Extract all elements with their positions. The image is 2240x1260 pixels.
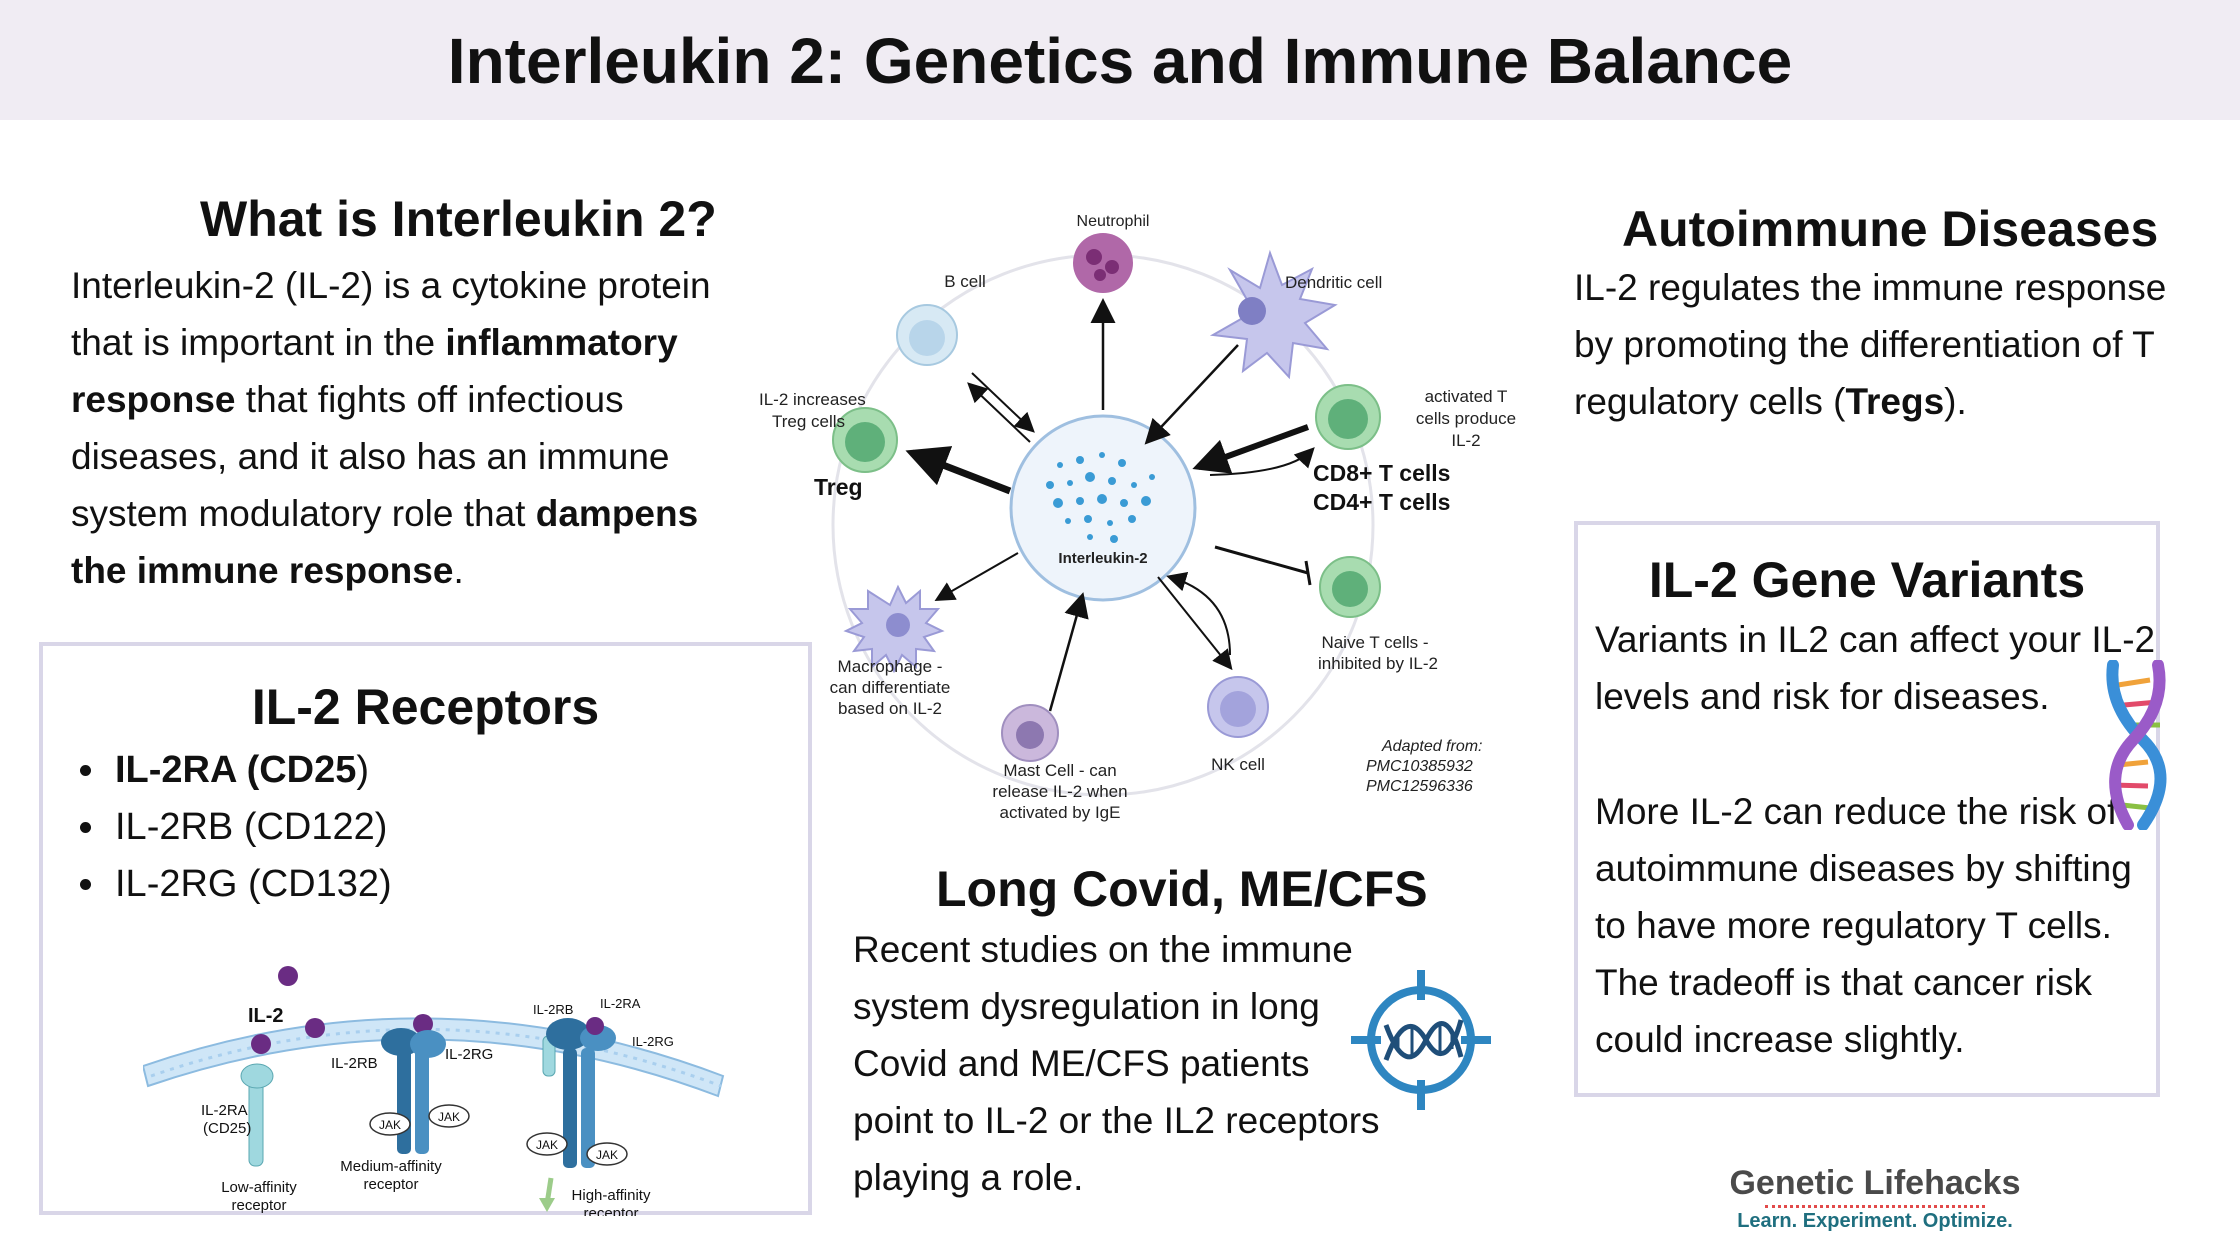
jak-icon — [586, 1142, 628, 1166]
receptor-list: IL-2RA (CD25) IL-2RB (CD122) IL-2RG (CD1… — [43, 742, 392, 913]
macrophage-cell — [843, 584, 945, 674]
cd4-label: CD4+ T cells — [1313, 489, 1450, 515]
jak-icon — [369, 1112, 411, 1136]
cell-interaction-diagram: Interleukin-2 Neutrophil B cell Dendriti… — [759, 213, 1516, 822]
mast-label-3: activated by IgE — [1000, 803, 1121, 822]
naive-label-2: inhibited by IL-2 — [1318, 654, 1438, 673]
il2-molecule — [278, 966, 298, 986]
il2ra-label: IL-2RA — [201, 1102, 248, 1119]
adapted-label: Adapted from: — [1381, 738, 1483, 755]
il2rb-label-2: IL-2RB — [533, 1002, 573, 1017]
il2rg-chain — [415, 1044, 429, 1154]
medium-affinity-label-2: receptor — [363, 1176, 418, 1193]
treg-note-2: Treg cells — [772, 412, 845, 431]
interleukin-2-center — [1009, 414, 1197, 602]
il2-label: IL-2 — [248, 1005, 284, 1027]
il2ra-label-2: IL-2RA — [600, 996, 641, 1011]
variants-text-1: Variants in IL2 can affect your IL-2 lev… — [1595, 619, 2156, 717]
il2rb-chain — [397, 1044, 411, 1154]
dna-helix-icon — [2106, 660, 2167, 830]
what-is-heading: What is Interleukin 2? — [200, 191, 717, 247]
activated-label-3: IL-2 — [1451, 431, 1480, 450]
high-affinity-label: High-affinity — [572, 1187, 651, 1204]
receptor-diagram: IL-2 IL-2RA (CD25) Low-affinity receptor… — [143, 966, 725, 1216]
variants-text-2: More IL-2 can reduce the risk of autoimm… — [1595, 791, 2132, 1060]
autoimmune-text: IL-2 regulates the immune response by pr… — [1574, 267, 2167, 422]
mast-label-2: release IL-2 when — [992, 782, 1127, 801]
dna-target-icon — [1351, 970, 1491, 1110]
macrophage-label-3: based on IL-2 — [838, 699, 942, 718]
brand-name: Genetic Lifehacks — [1729, 1164, 2021, 1202]
cd8-label: CD8+ T cells — [1313, 460, 1450, 486]
il2rg-label: IL-2RG — [445, 1046, 493, 1063]
neutrophil-cell — [1073, 233, 1133, 293]
adapted-ref-1: PMC10385932 — [1366, 758, 1473, 775]
what-is-text-1: Interleukin-2 (IL-2) is a cytokine prote… — [71, 265, 711, 363]
il2-molecule — [251, 1034, 271, 1054]
center-label: Interleukin-2 — [1058, 550, 1147, 567]
what-is-bold-2: dampens the immune response — [71, 493, 699, 591]
jak-icon — [428, 1104, 470, 1128]
svg-text:JAK: JAK — [596, 1148, 618, 1162]
nk-label: NK cell — [1211, 755, 1265, 774]
treg-note-1: IL-2 increases — [759, 390, 866, 409]
dendritic-cell — [1209, 249, 1338, 380]
receptor-item-il2rb: IL-2RB (CD122) — [109, 799, 392, 856]
adapted-ref-2: PMC12596336 — [1366, 778, 1473, 795]
svg-text:JAK: JAK — [379, 1118, 401, 1132]
dendritic-label: Dendritic cell — [1285, 273, 1382, 292]
high-affinity-label-2: receptor — [583, 1205, 638, 1216]
variants-panel: IL-2 Gene Variants Variants in IL2 can a… — [1574, 521, 2167, 1097]
treg-label: Treg — [814, 474, 863, 500]
title-bar: Interleukin 2: Genetics and Immune Balan… — [0, 0, 2240, 120]
jak-icon — [526, 1132, 568, 1156]
cd25-label: (CD25) — [203, 1120, 251, 1137]
b-cell-label: B cell — [944, 272, 986, 291]
svg-text:JAK: JAK — [536, 1138, 558, 1152]
high-affinity-receptor — [546, 1018, 590, 1050]
tregs-bold: Tregs — [1845, 381, 1945, 422]
long-covid-heading: Long Covid, ME/CFS — [936, 861, 1428, 917]
il2-molecule — [413, 1014, 433, 1034]
signal-arrow-icon — [539, 1198, 555, 1212]
what-is-text-2: that fights off infectious diseases, and… — [71, 379, 670, 534]
activated-label-2: cells produce — [1416, 409, 1516, 428]
low-affinity-label: Low-affinity — [221, 1179, 297, 1196]
medium-affinity-label: Medium-affinity — [340, 1158, 442, 1175]
receptors-heading: IL-2 Receptors — [251, 679, 600, 735]
activated-label-1: activated T — [1425, 387, 1508, 406]
brand-logo: Genetic Lifehacks Learn. Experiment. Opt… — [1700, 1164, 2050, 1233]
il2-molecule — [305, 1018, 325, 1038]
il2rg-label-2: IL-2RG — [632, 1034, 674, 1049]
receptor-item-il2rg: IL-2RG (CD132) — [109, 856, 392, 913]
neutrophil-label: Neutrophil — [1077, 213, 1150, 230]
autoimmune-heading: Autoimmune Diseases — [1622, 201, 2159, 257]
brand-tagline: Learn. Experiment. Optimize. — [1737, 1210, 2013, 1232]
what-is-bold-1: inflammatory response — [71, 322, 678, 420]
macrophage-label-2: can differentiate — [830, 678, 951, 697]
naive-label-1: Naive T cells - — [1321, 633, 1428, 652]
mast-label-1: Mast Cell - can — [1003, 761, 1116, 780]
variants-heading: IL-2 Gene Variants — [1648, 552, 2086, 608]
receptor-item-il2ra: IL-2RA (CD25) — [109, 742, 392, 799]
macrophage-label-1: Macrophage - — [838, 657, 943, 676]
svg-text:JAK: JAK — [438, 1110, 460, 1124]
il2-particles — [1046, 452, 1155, 543]
low-affinity-label-2: receptor — [231, 1197, 286, 1214]
il2rb-label: IL-2RB — [331, 1055, 378, 1072]
receptors-panel: IL-2 Receptors IL-2RA (CD25) IL-2RB (CD1… — [39, 642, 812, 1216]
what-is-text: Interleukin-2 (IL-2) is a cytokine prote… — [71, 257, 731, 599]
what-is-text-3: . — [453, 550, 464, 591]
page-title: Interleukin 2: Genetics and Immune Balan… — [447, 25, 1793, 97]
long-covid-text: Recent studies on the immune system dysr… — [853, 929, 1380, 1198]
